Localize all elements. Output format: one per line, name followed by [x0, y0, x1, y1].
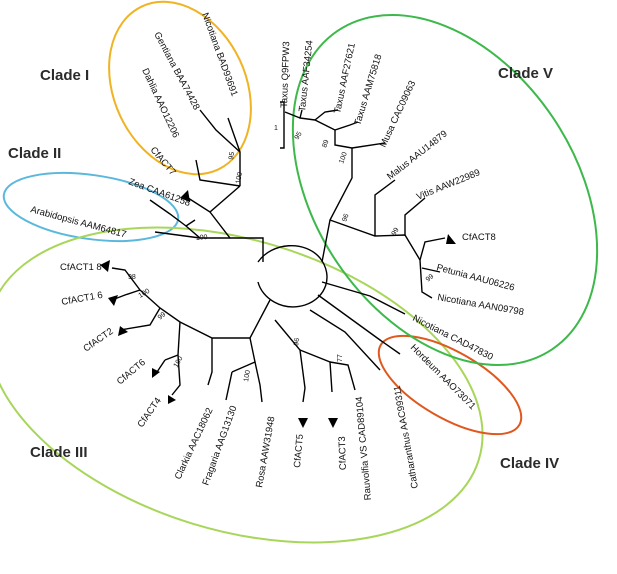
clade-v-ellipse	[291, 14, 599, 366]
branch-fragaria-rosa	[231, 337, 256, 373]
taxon-cfact8: CfACT8	[462, 232, 496, 243]
taxon-vitis: Vitis AAW22989	[415, 167, 482, 203]
taxon-cfact2: CfACT2	[81, 326, 115, 354]
branch-clade-i-ii	[209, 185, 264, 262]
taxon-malus: Malus AAU14879	[385, 128, 450, 182]
marker-cfact16	[108, 295, 118, 306]
taxon-musa: Musa CAC09063	[378, 79, 419, 149]
taxon-zea: Zea CAA61258	[127, 176, 192, 209]
bootstrap-15: 89	[321, 139, 330, 149]
bootstrap-14: 100	[338, 151, 349, 164]
bootstrap-6: 99	[157, 311, 168, 321]
branch-taxus-q9	[284, 111, 301, 119]
marker-cfact3	[328, 418, 338, 428]
branch-taxus-aaf27	[314, 109, 339, 121]
taxon-rauvolfia: Rauvolfia VS CAD89104	[354, 396, 374, 501]
branch-dahlia	[195, 159, 241, 187]
scale-bar	[280, 101, 285, 149]
bootstrap-9: 96	[293, 337, 301, 346]
taxon-cfact18: CfACT1 8	[60, 262, 102, 273]
branch-gentiana	[199, 109, 241, 153]
branch-hordeum	[317, 294, 401, 355]
marker-cfact18	[100, 260, 110, 272]
scale-bar-label: 1	[274, 125, 278, 132]
clade-v-label: Clade V	[498, 65, 553, 82]
clade-iii-label: Clade III	[30, 444, 88, 461]
bootstrap-3: 100	[196, 234, 208, 242]
branch-rauvolfia	[329, 361, 356, 391]
branch-taxus-aam	[334, 121, 359, 131]
taxon-taxus-aam: Taxus AAM75818	[352, 53, 384, 127]
branch-zea	[185, 219, 196, 227]
bootstrap-10: 77	[337, 354, 344, 362]
taxon-cfact6: CfACT6	[115, 357, 148, 387]
taxon-cfact3: CfACT3	[337, 436, 349, 470]
branch-cfact8	[419, 237, 446, 261]
taxon-petunia: Petunia AAU06226	[435, 262, 515, 293]
clade-ii-label: Clade II	[8, 145, 61, 162]
bootstrap-16: 95	[294, 131, 304, 141]
bootstrap-11: 96	[341, 213, 350, 223]
branch-catharanthus	[309, 309, 381, 371]
branch-vitis	[404, 197, 426, 235]
taxon-taxus-aaf27: Taxus AAF27621	[332, 42, 358, 115]
branch-nicotiana-cad	[321, 281, 406, 315]
bootstrap-13: 99	[425, 273, 436, 283]
clade-iii-ellipse	[0, 226, 484, 544]
branch-arabidopsis	[154, 231, 201, 239]
taxon-rosa: Rosa AAW31948	[254, 416, 277, 489]
taxon-taxus-aaf34: Taxus AAF34254	[297, 40, 315, 113]
marker-cfact7	[180, 190, 190, 202]
clade-iv-ellipse	[377, 334, 523, 436]
branch-cfact18	[111, 267, 141, 291]
taxon-nicotiana-bad: Nicotiana BAD93691	[199, 11, 240, 98]
taxon-cfact7: CfACT7	[148, 145, 178, 178]
branch-clarkia	[207, 338, 213, 386]
branch-cfact4	[171, 354, 181, 396]
bootstrap-4: 98	[128, 274, 136, 281]
clade-i-ellipse	[108, 0, 252, 176]
branch-clade-v-trunk	[321, 148, 353, 263]
taxon-cfact5: CfACT5	[292, 434, 306, 469]
branch-fragaria	[225, 371, 233, 401]
bootstrap-1: 95	[228, 151, 236, 160]
branch-cfact5-group	[274, 319, 306, 403]
clade-i-label: Clade I	[40, 67, 89, 84]
clade-iv-label: Clade IV	[500, 455, 559, 472]
branch-cfact2	[119, 307, 161, 331]
marker-cfact4	[168, 395, 176, 404]
marker-cfact8	[446, 234, 456, 244]
taxon-catharanthus: Catharanthus AAC99311	[392, 385, 421, 490]
branch-petunia	[421, 267, 441, 273]
taxon-cfact16: CfACT1 6	[61, 290, 104, 308]
clade-ii-ellipse	[2, 172, 180, 242]
taxon-arabidopsis: Arabidopsis AAM64817	[29, 204, 127, 240]
bootstrap-5: 100	[138, 288, 152, 300]
taxon-nicotiana-aan: Nicotiana AAN09798	[436, 292, 524, 318]
branch-cfact6-4	[164, 321, 181, 361]
marker-cfact6	[152, 368, 160, 378]
taxon-cfact4: CfACT4	[135, 396, 163, 430]
central-ring	[257, 244, 328, 308]
marker-cfact2	[118, 326, 128, 336]
bootstrap-7: 100	[173, 355, 185, 369]
bootstrap-8: 100	[243, 370, 252, 383]
bootstrap-2: 100	[235, 172, 244, 185]
taxon-taxus-q9: Taxus Q9FPW3	[279, 41, 292, 108]
marker-cfact5	[298, 418, 308, 428]
bootstrap-12: 99	[391, 227, 401, 237]
branch-malus	[374, 179, 396, 236]
branch-solanaceae	[329, 219, 433, 299]
branch-musa	[351, 142, 386, 149]
branch-clade-iii-trunk	[139, 289, 271, 339]
branch-rosa	[254, 361, 263, 403]
branch-taxus	[314, 119, 353, 149]
